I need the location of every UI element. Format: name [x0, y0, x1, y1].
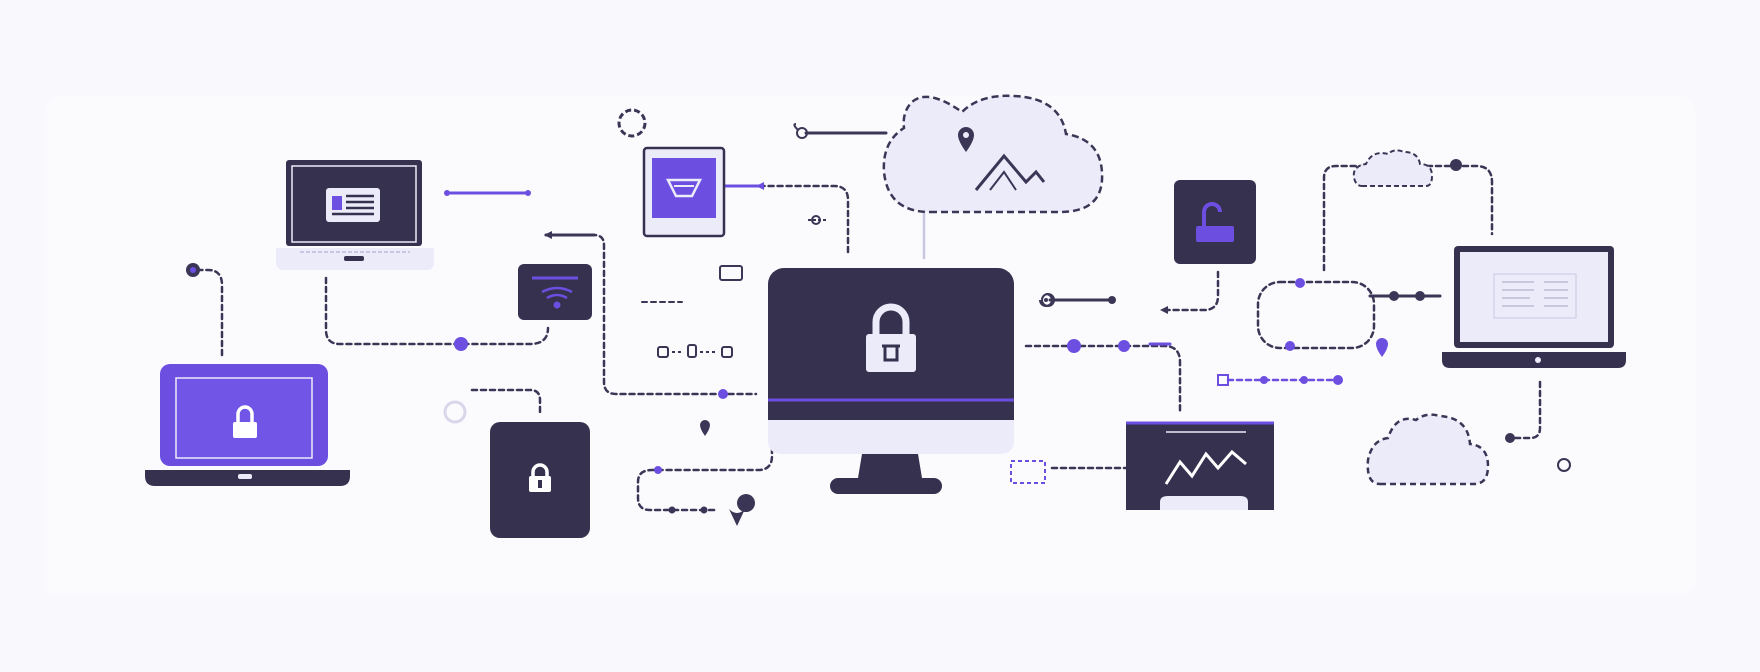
arrow-left-icon — [756, 182, 764, 190]
node-dot — [718, 389, 728, 399]
node-dot — [1505, 433, 1515, 443]
small-card-icon — [720, 266, 742, 280]
node-dot — [454, 337, 468, 351]
large-cloud-icon — [1368, 415, 1488, 484]
small-box-icon — [1218, 375, 1228, 385]
node-dot — [1450, 159, 1462, 171]
connector-line — [194, 270, 222, 355]
lock-icon — [233, 422, 257, 438]
laptop-lock-icon — [145, 364, 350, 486]
lock-icon — [1196, 226, 1234, 242]
laptop-display — [1460, 252, 1608, 342]
cloud-shape — [884, 96, 1102, 212]
connector-line — [326, 278, 548, 344]
wifi-dot — [554, 302, 561, 309]
lock-icon — [866, 334, 916, 372]
laptop-display — [176, 378, 312, 458]
mini-icon — [658, 347, 668, 357]
node-dot — [1285, 341, 1295, 351]
connector-line — [1512, 382, 1540, 438]
node-dot — [1260, 376, 1268, 384]
chart-base — [1160, 496, 1248, 510]
chart-monitor-icon — [1126, 422, 1274, 510]
node-dot — [701, 507, 708, 514]
cloud-mountain-icon — [884, 96, 1102, 212]
node-dot — [669, 507, 676, 514]
mini-icons-row — [658, 345, 732, 357]
tablet-lock-icon — [490, 422, 590, 538]
laptop-document-icon — [276, 160, 434, 270]
node-dot — [1295, 278, 1305, 288]
connector-line — [1164, 272, 1218, 310]
node-dot — [1300, 376, 1308, 384]
node-dot — [525, 190, 531, 196]
connector-loop — [1258, 282, 1374, 348]
monitor-band — [768, 400, 1014, 420]
mini-icon — [688, 345, 696, 357]
frame-image — [652, 158, 716, 218]
pin-hole — [963, 132, 969, 138]
location-pin-icon — [1376, 338, 1388, 357]
node-dot — [1118, 340, 1130, 352]
lock-keyhole — [538, 480, 542, 488]
node-dot — [654, 466, 662, 474]
node-dot — [1389, 291, 1399, 301]
monitor-neck — [858, 454, 922, 478]
connector-line — [760, 186, 848, 252]
node-dot — [1333, 375, 1343, 385]
monitor-base — [830, 478, 942, 494]
ring-icon — [619, 110, 645, 136]
monitor-chin — [768, 420, 1014, 454]
square-lock-icon — [1174, 180, 1256, 264]
small-cloud-icon — [1354, 150, 1432, 186]
node-dot — [1108, 296, 1116, 304]
arrow-left-icon — [1160, 306, 1168, 314]
document-image — [332, 196, 342, 210]
node-dot — [1067, 339, 1081, 353]
wifi-router-icon — [518, 264, 592, 320]
router-body — [518, 264, 592, 320]
square-body — [1174, 180, 1256, 264]
connector-line — [472, 390, 540, 412]
arrow-left-icon — [544, 231, 552, 239]
node-dot — [1415, 291, 1425, 301]
node-dot — [1044, 298, 1048, 302]
laptop-notch — [1535, 357, 1541, 363]
trackpad — [344, 256, 364, 261]
photo-frame-icon — [644, 148, 724, 236]
central-monitor-lock-icon — [768, 268, 1014, 494]
swirl-icon — [794, 124, 798, 130]
node-dot — [1558, 459, 1570, 471]
laptop-window-icon — [1442, 246, 1626, 368]
laptop-notch — [238, 474, 252, 479]
laptop-base — [1442, 352, 1626, 368]
dashed-box — [1011, 461, 1045, 483]
node-dot — [190, 267, 196, 273]
mini-icon — [722, 347, 732, 357]
ring-icon — [445, 402, 465, 422]
connector-line — [1026, 346, 1180, 414]
location-pin-icon — [700, 420, 710, 436]
node-dot — [444, 190, 450, 196]
location-pin-icon — [729, 494, 755, 526]
